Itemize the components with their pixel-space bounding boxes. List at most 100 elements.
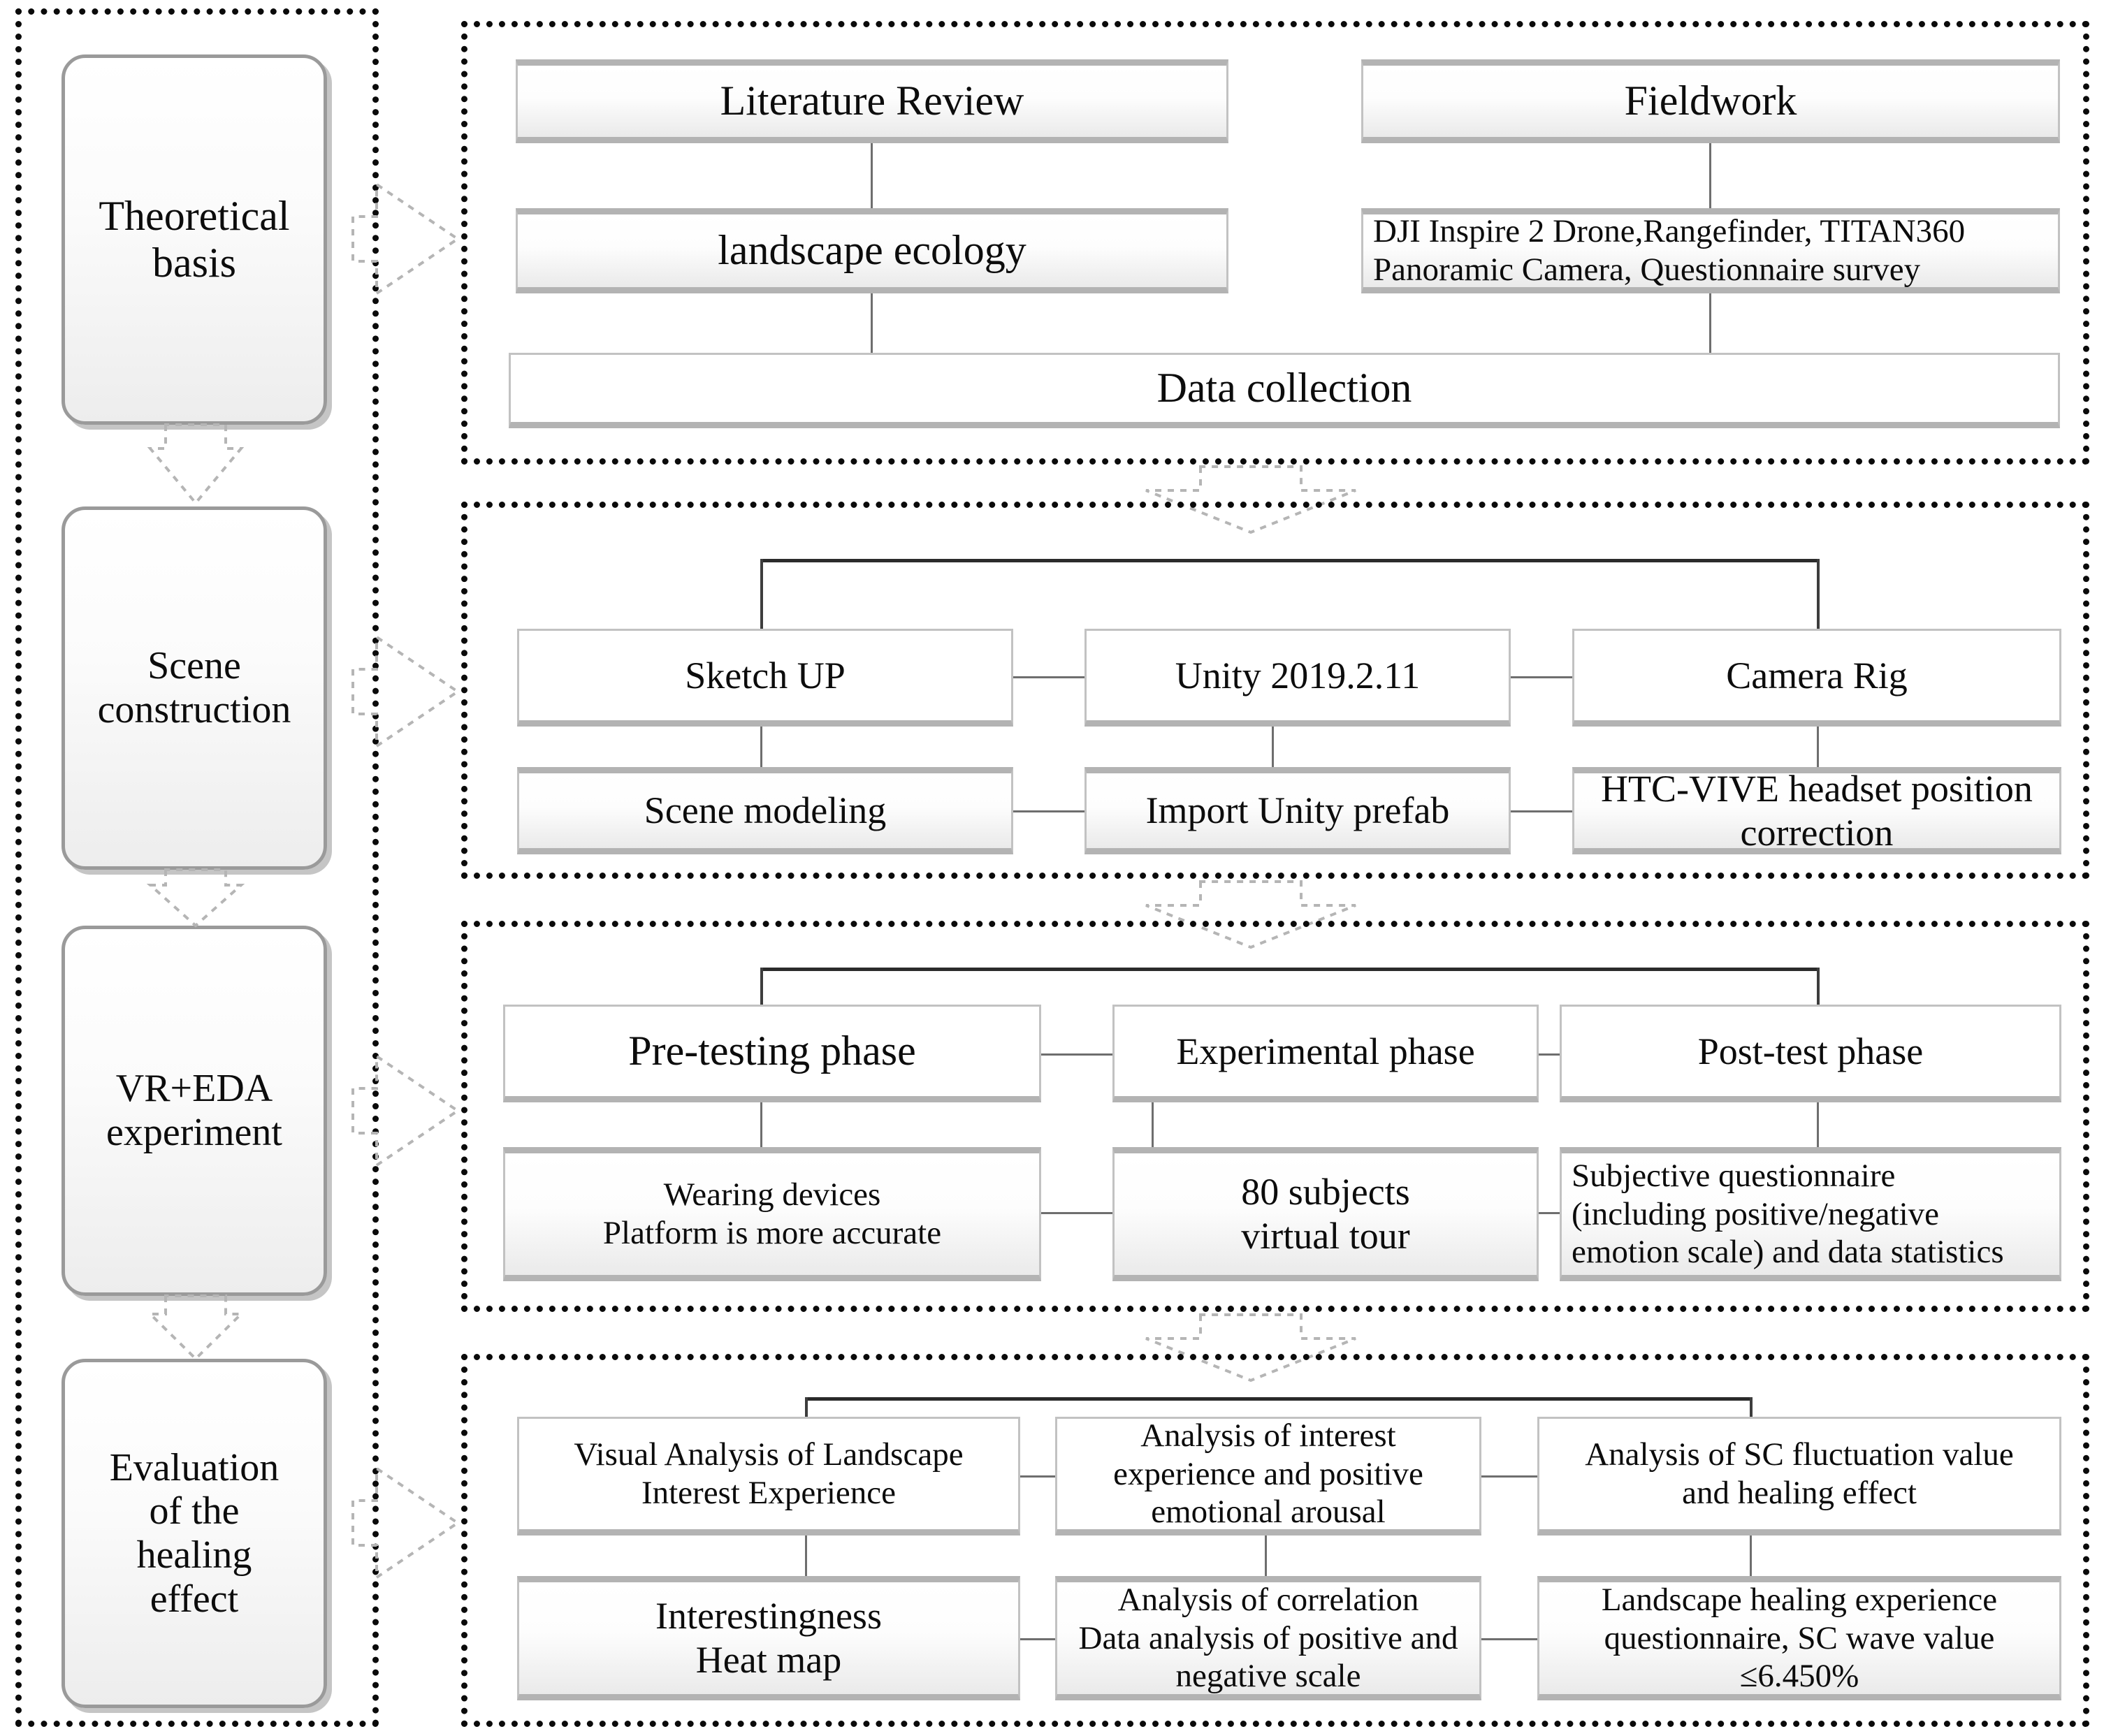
panel-arrow-3-icon bbox=[1145, 1313, 1356, 1383]
connector-visual-heatmap bbox=[805, 1536, 807, 1579]
node-interest-positive-arousal[interactable]: Analysis of interest experience and posi… bbox=[1055, 1417, 1481, 1536]
connector-sketchup-unity bbox=[1013, 676, 1084, 678]
node-subjective-questionnaire[interactable]: Subjective questionnaire (including posi… bbox=[1560, 1147, 2061, 1281]
node-post-test-phase[interactable]: Post-test phase bbox=[1560, 1005, 2061, 1102]
panel-scene-construction bbox=[461, 502, 2089, 879]
panel-vr-eda-experiment bbox=[461, 921, 2089, 1312]
bracket-right-vr bbox=[1817, 968, 1820, 1036]
stage-theoretical-basis-label: Theoretical basis bbox=[99, 192, 290, 286]
node-experimental-phase[interactable]: Experimental phase bbox=[1112, 1005, 1539, 1102]
connector-ecology-to-datacollection bbox=[871, 293, 873, 356]
rail-to-panel-arrow-4-icon bbox=[351, 1466, 460, 1580]
node-sc-fluctuation-label: Analysis of SC fluctuation value and hea… bbox=[1585, 1436, 2014, 1511]
connector-camerarig-htcvive bbox=[1817, 727, 1819, 770]
node-subjective-questionnaire-label: Subjective questionnaire (including posi… bbox=[1572, 1158, 2004, 1271]
connector-pretest-wearing bbox=[760, 1102, 762, 1150]
node-wearing-devices[interactable]: Wearing devices Platform is more accurat… bbox=[503, 1147, 1041, 1281]
rail-arrow-1-icon bbox=[147, 423, 245, 506]
connector-experimental-subjects bbox=[1152, 1102, 1154, 1150]
node-sketch-up[interactable]: Sketch UP bbox=[517, 629, 1013, 727]
node-import-unity-prefab-label: Import Unity prefab bbox=[1145, 789, 1450, 832]
connector-fieldwork-to-equipment bbox=[1709, 143, 1711, 210]
rail-to-panel-arrow-3-icon bbox=[351, 1053, 460, 1168]
connector-interest-sc bbox=[1481, 1475, 1537, 1478]
node-post-test-phase-label: Post-test phase bbox=[1697, 1030, 1924, 1072]
rail-arrow-3-icon bbox=[147, 1294, 245, 1361]
node-sc-fluctuation[interactable]: Analysis of SC fluctuation value and hea… bbox=[1537, 1417, 2061, 1536]
node-htc-vive-label: HTC-VIVE headset position correction bbox=[1601, 767, 2033, 854]
connector-posttest-questionnaire bbox=[1817, 1102, 1819, 1150]
node-landscape-ecology[interactable]: landscape ecology bbox=[516, 208, 1228, 293]
node-data-collection-label: Data collection bbox=[1156, 365, 1412, 411]
node-healing-questionnaire[interactable]: Landscape healing experience questionnai… bbox=[1537, 1576, 2061, 1700]
connector-unity-prefab bbox=[1272, 727, 1274, 770]
stage-evaluation[interactable]: Evaluation of the healing effect bbox=[61, 1359, 327, 1708]
stage-scene-construction-label: Scene construction bbox=[97, 644, 291, 731]
bracket-left-scene bbox=[760, 559, 763, 632]
connector-interest-correlation bbox=[1265, 1536, 1267, 1579]
node-data-collection[interactable]: Data collection bbox=[509, 353, 2060, 428]
rail-to-panel-arrow-2-icon bbox=[351, 634, 460, 749]
connector-visual-interest bbox=[1020, 1475, 1055, 1478]
connector-literature-to-ecology bbox=[871, 143, 873, 210]
node-pre-testing-phase-label: Pre-testing phase bbox=[628, 1028, 916, 1074]
bracket-top-evaluation bbox=[805, 1397, 1753, 1401]
connector-wearing-subjects bbox=[1041, 1212, 1112, 1214]
stage-vr-eda-experiment[interactable]: VR+EDA experiment bbox=[61, 926, 327, 1296]
node-wearing-devices-label: Wearing devices Platform is more accurat… bbox=[602, 1176, 942, 1251]
bracket-left-vr bbox=[760, 968, 763, 1036]
node-camera-rig-label: Camera Rig bbox=[1726, 654, 1908, 696]
connector-heatmap-correlation bbox=[1020, 1638, 1055, 1640]
node-80-subjects[interactable]: 80 subjects virtual tour bbox=[1112, 1147, 1539, 1281]
node-visual-analysis-label: Visual Analysis of Landscape Interest Ex… bbox=[574, 1436, 964, 1511]
connector-subjects-questionnaire bbox=[1539, 1212, 1560, 1214]
connector-sc-healingquestionnaire bbox=[1750, 1536, 1752, 1579]
panel-arrow-2-icon bbox=[1145, 880, 1356, 949]
node-camera-rig[interactable]: Camera Rig bbox=[1572, 629, 2061, 727]
stage-theoretical-basis[interactable]: Theoretical basis bbox=[61, 54, 327, 425]
connector-equipment-to-datacollection bbox=[1709, 293, 1711, 356]
node-equipment[interactable]: DJI Inspire 2 Drone,Rangefinder, TITAN36… bbox=[1361, 208, 2060, 293]
connector-pretest-experimental bbox=[1041, 1053, 1112, 1056]
node-scene-modeling-label: Scene modeling bbox=[644, 789, 887, 832]
node-interestingness-heatmap-label: Interestingness Heat map bbox=[655, 1595, 882, 1681]
node-fieldwork[interactable]: Fieldwork bbox=[1361, 59, 2060, 143]
node-sketch-up-label: Sketch UP bbox=[685, 654, 846, 696]
rail-to-panel-arrow-1-icon bbox=[351, 182, 460, 296]
node-correlation-analysis[interactable]: Analysis of correlation Data analysis of… bbox=[1055, 1576, 1481, 1700]
connector-experimental-posttest bbox=[1539, 1053, 1560, 1056]
node-fieldwork-label: Fieldwork bbox=[1624, 78, 1797, 124]
bracket-top-scene bbox=[760, 559, 1820, 562]
node-experimental-phase-label: Experimental phase bbox=[1176, 1030, 1475, 1072]
node-landscape-ecology-label: landscape ecology bbox=[718, 227, 1026, 274]
node-unity[interactable]: Unity 2019.2.11 bbox=[1084, 629, 1511, 727]
node-literature-review[interactable]: Literature Review bbox=[516, 59, 1228, 143]
stage-evaluation-label: Evaluation of the healing effect bbox=[109, 1445, 280, 1621]
connector-modeling-prefab bbox=[1013, 810, 1084, 812]
node-interestingness-heatmap[interactable]: Interestingness Heat map bbox=[517, 1576, 1020, 1700]
panel-arrow-1-icon bbox=[1145, 465, 1356, 534]
node-import-unity-prefab[interactable]: Import Unity prefab bbox=[1084, 767, 1511, 854]
node-literature-review-label: Literature Review bbox=[720, 78, 1024, 124]
node-htc-vive[interactable]: HTC-VIVE headset position correction bbox=[1572, 767, 2061, 854]
connector-unity-camerarig bbox=[1511, 676, 1572, 678]
node-scene-modeling[interactable]: Scene modeling bbox=[517, 767, 1013, 854]
left-rail-container bbox=[15, 8, 379, 1727]
node-pre-testing-phase[interactable]: Pre-testing phase bbox=[503, 1005, 1041, 1102]
panel-evaluation bbox=[461, 1354, 2089, 1727]
node-healing-questionnaire-label: Landscape healing experience questionnai… bbox=[1601, 1582, 1998, 1695]
node-80-subjects-label: 80 subjects virtual tour bbox=[1241, 1171, 1410, 1257]
panel-theoretical-basis bbox=[461, 21, 2089, 465]
node-correlation-analysis-label: Analysis of correlation Data analysis of… bbox=[1078, 1582, 1458, 1695]
node-interest-positive-arousal-label: Analysis of interest experience and posi… bbox=[1113, 1417, 1423, 1531]
connector-sketchup-scenemodeling bbox=[760, 727, 762, 770]
node-unity-label: Unity 2019.2.11 bbox=[1175, 654, 1421, 696]
node-visual-analysis[interactable]: Visual Analysis of Landscape Interest Ex… bbox=[517, 1417, 1020, 1536]
connector-prefab-htcvive bbox=[1511, 810, 1572, 812]
stage-scene-construction[interactable]: Scene construction bbox=[61, 506, 327, 870]
stage-vr-eda-experiment-label: VR+EDA experiment bbox=[106, 1067, 282, 1154]
node-equipment-label: DJI Inspire 2 Drone,Rangefinder, TITAN36… bbox=[1373, 213, 1966, 288]
bracket-top-vr bbox=[760, 968, 1820, 971]
connector-correlation-healing bbox=[1481, 1638, 1537, 1640]
